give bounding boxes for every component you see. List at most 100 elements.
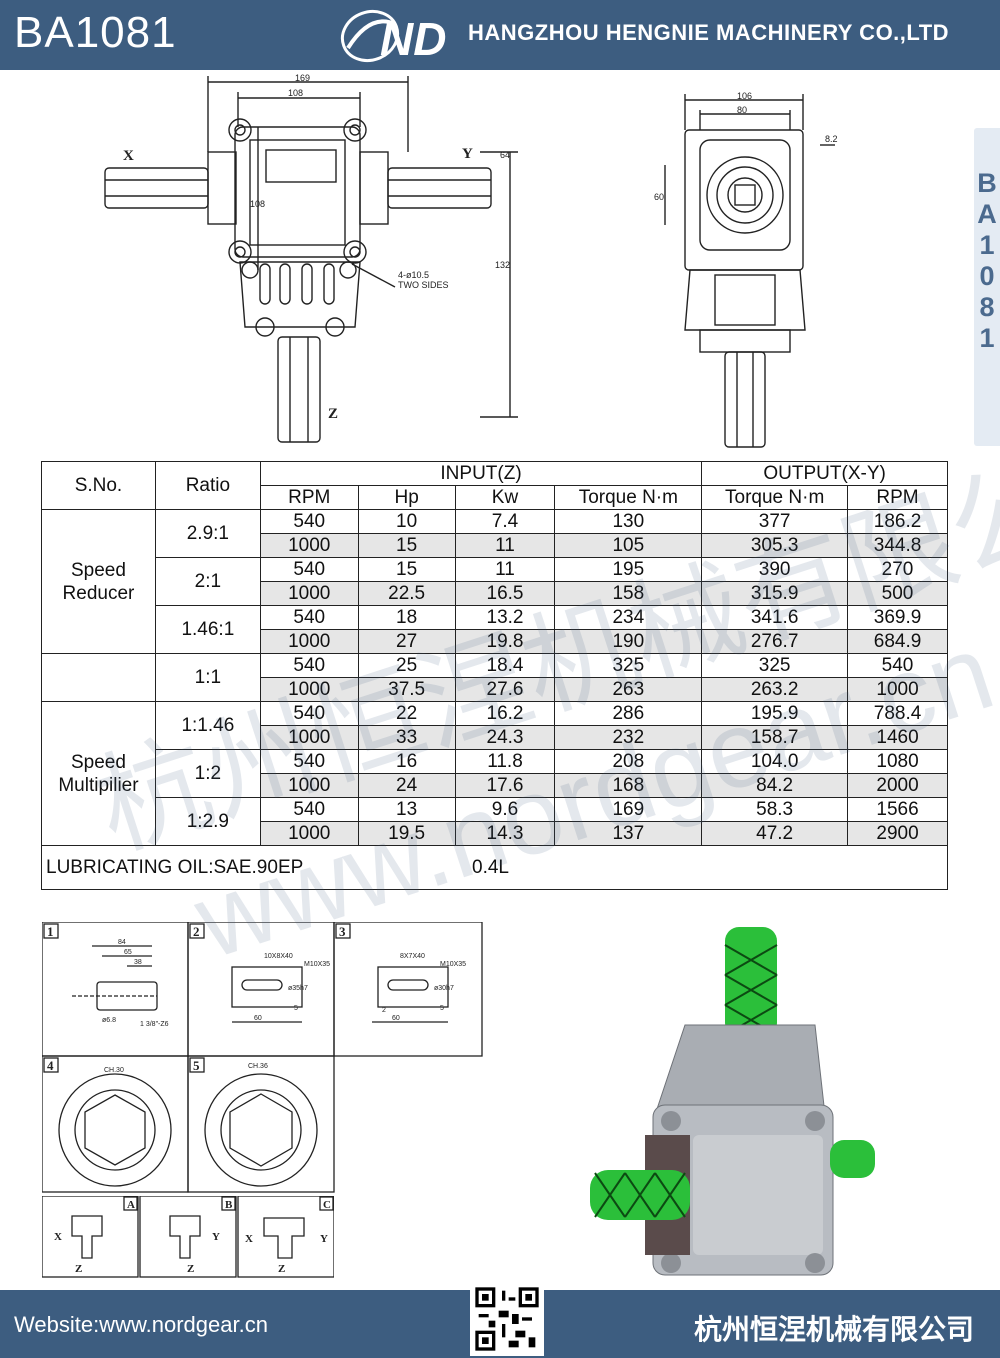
table-cell: 1000 (259, 629, 359, 654)
side-tab-char: B (977, 168, 997, 198)
table-cell: 18 (357, 605, 456, 630)
table-cell: 232 (554, 725, 703, 750)
axis-label-z: Z (328, 406, 338, 422)
table-cell: 315.9 (701, 581, 849, 606)
table-cell: 1000 (259, 773, 359, 798)
table-cell: 9.6 (454, 797, 556, 822)
company-name-en: HANGZHOU HENGNIE MACHINERY CO.,LTD (468, 20, 950, 45)
table-cell: 1000 (259, 533, 359, 558)
header-input: INPUT(Z) (259, 461, 703, 486)
table-cell: 1566 (847, 797, 948, 822)
note-two-sides: TWO SIDES (398, 280, 449, 290)
table-cell: 11.8 (454, 749, 556, 774)
p2-dim-5: 5 (294, 1005, 298, 1012)
table-cell: 158 (554, 581, 703, 606)
rot-a-x: X (54, 1231, 62, 1243)
table-cell: 684.9 (847, 629, 948, 654)
dim-132: 132 (495, 260, 510, 270)
table-cell: 276.7 (701, 629, 849, 654)
ratio-cell: 1:2.9 (154, 797, 261, 846)
table-cell: 13 (357, 797, 456, 822)
table-cell: 540 (259, 557, 359, 582)
table-cell: 540 (259, 605, 359, 630)
group-cell: Speed Multipilier (41, 701, 156, 846)
rot-a-z: Z (75, 1263, 82, 1275)
dim-169: 169 (295, 73, 310, 83)
table-cell: 14.3 (454, 821, 556, 846)
p5-dim-ch36: CH.36 (248, 1063, 268, 1070)
p2-dim-thread: M10X35 (304, 961, 330, 968)
p1-dim-38: 38 (134, 959, 142, 966)
group-cell: Speed Reducer (41, 509, 156, 654)
dim-106: 106 (737, 91, 752, 101)
rot-c-x: X (245, 1233, 253, 1245)
p1-note: 1 3/8"-Z6 (140, 1021, 169, 1028)
panel-num-3: 3 (339, 924, 346, 939)
table-cell: 104.0 (701, 749, 849, 774)
table-cell: 270 (847, 557, 948, 582)
panel-num-4: 4 (47, 1058, 54, 1073)
table-cell: 1000 (259, 725, 359, 750)
footer-bar: Website:www.nordgear.cn 杭州恒涅机械有限公司 (0, 1282, 1000, 1358)
p3-dim-5: 5 (440, 1005, 444, 1012)
table-cell: 18.4 (454, 653, 556, 678)
table-cell: 27.6 (454, 677, 556, 702)
table-cell: 11 (454, 557, 556, 582)
dim-108-side: 108 (250, 199, 265, 209)
axis-label-y: Y (462, 146, 473, 162)
p1-dim-65: 65 (124, 949, 132, 956)
table-cell: 2000 (847, 773, 948, 798)
panel-num-1: 1 (47, 924, 54, 939)
table-cell: 325 (554, 653, 703, 678)
rotation-direction-panels: A B C X Z Y Z X Y Z (42, 1196, 334, 1278)
table-cell: 195.9 (701, 701, 849, 726)
table-cell: 344.8 (847, 533, 948, 558)
table-cell: 540 (259, 749, 359, 774)
table-cell: 369.9 (847, 605, 948, 630)
p1-dim-84: 84 (118, 939, 126, 946)
ratio-cell: 2:1 (154, 557, 261, 606)
front-view-drawing: 169 108 108 64 132 4-ø10.5 TWO SIDES X Y… (104, 73, 518, 443)
p3-dim-60: 60 (392, 1015, 400, 1022)
rot-c-y: Y (320, 1233, 328, 1245)
qr-code-icon[interactable] (470, 1282, 544, 1356)
table-cell: 105 (554, 533, 703, 558)
table-cell: 169 (554, 797, 703, 822)
table-cell: 2900 (847, 821, 948, 846)
p2-dim-dia: ø35h7 (288, 985, 308, 992)
header-output: OUTPUT(X-Y) (701, 461, 948, 486)
table-cell: 540 (847, 653, 948, 678)
table-cell: 540 (259, 653, 359, 678)
ratio-cell: 1:1.46 (154, 701, 261, 750)
table-cell: 186.2 (847, 509, 948, 534)
table-cell: 19.5 (357, 821, 456, 846)
table-cell: 27 (357, 629, 456, 654)
oil-label: LUBRICATING OIL:SAE.90EP (46, 857, 304, 878)
logo-text: ND (380, 13, 446, 64)
table-cell: 22 (357, 701, 456, 726)
table-cell: 15 (357, 557, 456, 582)
table-cell: 84.2 (701, 773, 849, 798)
dim-60: 60 (654, 192, 664, 202)
side-model-tab: B A 1 0 8 1 (974, 128, 1000, 446)
header-torque-out: Torque N·m (701, 485, 849, 510)
table-cell: 24.3 (454, 725, 556, 750)
table-cell: 208 (554, 749, 703, 774)
product-photo (590, 927, 875, 1276)
table-cell: 1000 (847, 677, 948, 702)
header-kw: Kw (454, 485, 556, 510)
table-cell: 1000 (259, 581, 359, 606)
header-rpm-out: RPM (847, 485, 948, 510)
header-bar: BA1081 ND HANGZHOU HENGNIE MACHINERY CO.… (0, 0, 1000, 70)
table-cell: 137 (554, 821, 703, 846)
header-rpm-in: RPM (259, 485, 359, 510)
table-cell: 7.4 (454, 509, 556, 534)
table-cell: 341.6 (701, 605, 849, 630)
website-link[interactable]: Website:www.nordgear.cn (14, 1312, 268, 1337)
table-cell: 263.2 (701, 677, 849, 702)
